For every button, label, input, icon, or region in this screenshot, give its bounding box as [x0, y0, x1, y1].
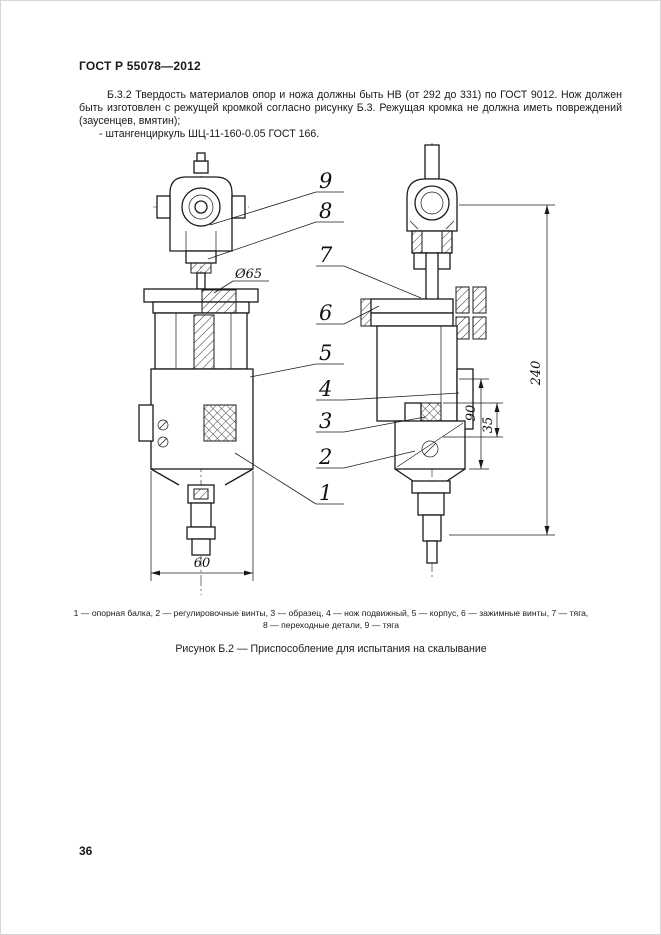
callout-6: 6 [319, 301, 332, 325]
dimension-60: 60 [194, 556, 211, 571]
dimensions: Ø65 60 240 90 [150, 204, 555, 581]
page-number: 36 [79, 844, 93, 858]
paragraph-b32: Б.3.2 Твердость материалов опор и ножа д… [79, 89, 622, 127]
figure-caption: Рисунок Б.2 — Приспособление для испытан… [175, 643, 487, 655]
callout-9: 9 [319, 169, 332, 193]
callout-8: 8 [319, 199, 332, 223]
legend-line-2: 8 — переходные детали, 9 — тяга [262, 620, 400, 630]
dimension-diameter-65: Ø65 [234, 267, 262, 282]
callout-1: 1 [319, 481, 332, 505]
dimension-35: 35 [481, 417, 496, 434]
legend-line-1: 1 — опорная балка, 2 — регулировочные ви… [73, 608, 589, 618]
callout-2: 2 [318, 445, 332, 469]
document-header: ГОСТ Р 55078—2012 [79, 59, 201, 73]
callout-5: 5 [319, 341, 332, 365]
callouts: 9 8 7 6 5 4 3 [207, 169, 460, 505]
front-view [138, 152, 259, 595]
callout-7: 7 [319, 243, 333, 267]
dimension-240: 240 [529, 361, 544, 387]
callout-4: 4 [318, 377, 332, 401]
paragraph-caliper: - штангенциркуль ШЦ-11-160-0.05 ГОСТ 166… [99, 128, 320, 140]
dimension-90: 90 [464, 405, 479, 422]
side-view [360, 143, 487, 579]
body-text: Б.3.2 Твердость материалов опор и ножа д… [79, 89, 622, 141]
figure-legend: 1 — опорная балка, 2 — регулировочные ви… [71, 607, 591, 631]
callout-3: 3 [319, 409, 332, 433]
